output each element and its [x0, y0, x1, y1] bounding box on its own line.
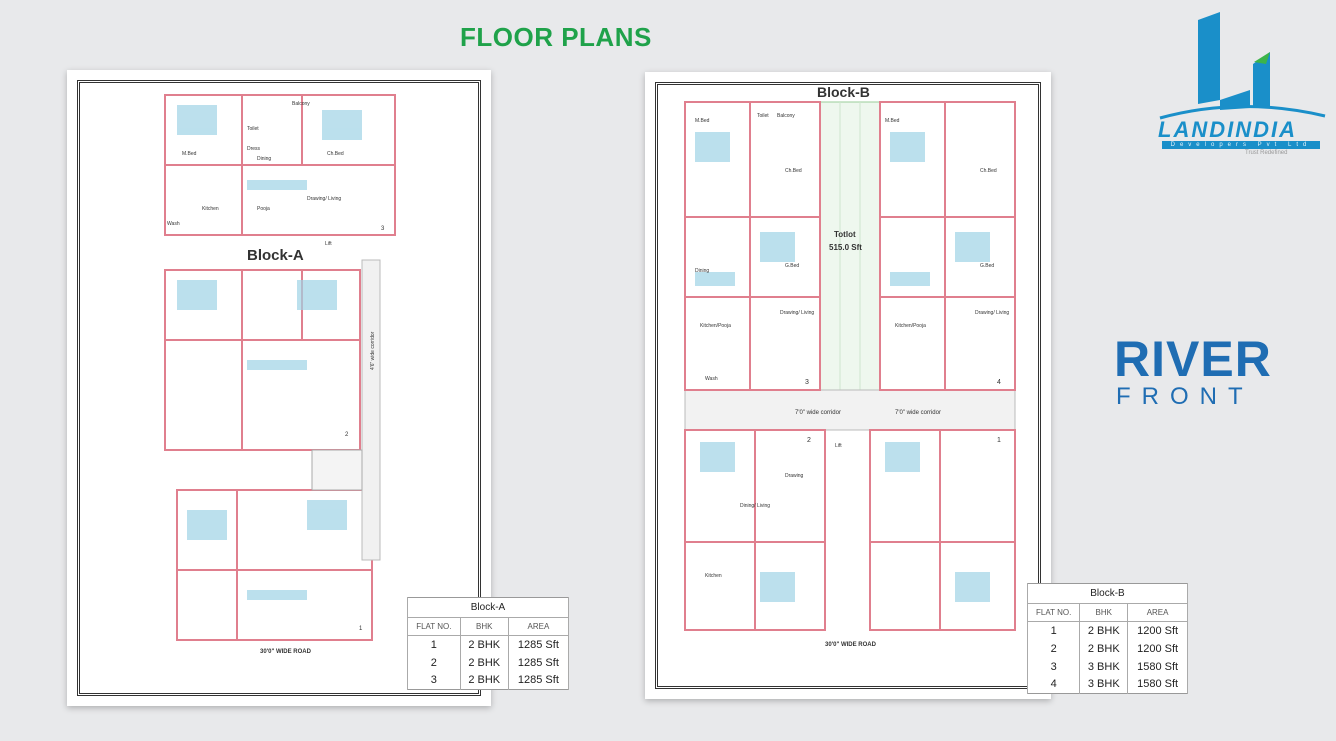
corridor — [684, 389, 1016, 431]
room-label: Lift — [835, 443, 842, 449]
project-name-line2: FRONT — [1116, 383, 1254, 410]
room-label: Kitchen — [202, 206, 219, 212]
room-label: Balcony — [777, 113, 795, 119]
sheet-frame — [77, 80, 481, 696]
room-label: Dining — [695, 268, 709, 274]
flat-number: 3 — [381, 226, 385, 232]
brand-tagline: Trust Redefined — [1245, 150, 1288, 156]
block-a-label: Block-A — [247, 247, 304, 264]
room-label: Ch.Bed — [980, 168, 997, 174]
room-label: Kitchen — [705, 573, 722, 579]
road-label: 30'0" WIDE ROAD — [260, 649, 312, 655]
column-header: FLAT NO. — [407, 617, 461, 636]
column-header: BHK — [1079, 603, 1129, 622]
room-label: M.Bed — [182, 151, 197, 157]
totlot — [819, 101, 881, 393]
flat-number: 1 — [997, 437, 1001, 444]
block-a-plan-drawing: Block-A 30'0" WIDE ROAD 4'6" wide corrid… — [164, 94, 396, 655]
corridor-label: 4'6" wide corridor — [370, 331, 376, 370]
totlot-label: Totlot — [834, 230, 856, 239]
table-caption: Block-B — [1027, 583, 1188, 604]
room-label: Dress — [247, 146, 261, 152]
page-title: FLOOR PLANS — [460, 22, 652, 52]
brand-subtitle: Developers Pvt Ltd — [1162, 141, 1320, 149]
block-a-floor-plan-sheet: Block-A 30'0" WIDE ROAD 4'6" wide corrid… — [67, 70, 491, 706]
corridor-label: 7'0" wide corridor — [795, 410, 841, 416]
room-label: Drawing — [785, 473, 804, 479]
corridor-label: 7'0" wide corridor — [895, 410, 941, 416]
flat-1-outline — [176, 489, 373, 641]
room-label: Balcony — [292, 101, 310, 107]
flat-number: 1 — [359, 626, 363, 632]
room-label: Wash — [167, 221, 180, 227]
flat-number: 4 — [997, 379, 1001, 386]
room-label: Toilet — [757, 113, 769, 119]
block-b-floor-plan-sheet: Block-B Totlot 515.0 Sft 7'0" wide corri… — [645, 72, 1051, 699]
sheet-frame — [655, 82, 1041, 689]
project-name-line1: RIVER — [1114, 331, 1272, 387]
table-caption: Block-A — [407, 597, 569, 618]
totlot-area: 515.0 Sft — [829, 243, 862, 252]
corridor — [361, 259, 381, 561]
room-label: Lift — [325, 241, 332, 247]
brand-name: LANDINDIA — [1158, 117, 1297, 142]
landindia-logo-icon — [1159, 12, 1326, 120]
room-label: G.Bed — [785, 263, 799, 269]
room-label: Pooja — [257, 206, 270, 212]
room-label: Drawing/ Living — [780, 310, 814, 316]
room-label: Drawing/ Living — [975, 310, 1009, 316]
column-header: AREA — [507, 617, 570, 636]
room-label: Kitchen/Pooja — [895, 323, 926, 329]
flat-1-outline — [869, 429, 1016, 631]
flat-3-outline — [684, 101, 821, 391]
block-b-label: Block-B — [817, 84, 870, 100]
block-b-plan-drawing: Block-B Totlot 515.0 Sft 7'0" wide corri… — [684, 84, 1016, 648]
room-label: Dining — [257, 156, 271, 162]
road-label: 30'0" WIDE ROAD — [825, 642, 877, 648]
column-header: AREA — [1127, 603, 1188, 622]
flat-4-outline — [879, 101, 1016, 391]
column-header: FLAT NO. — [1026, 603, 1081, 622]
room-label: Ch.Bed — [785, 168, 802, 174]
flat-number: 2 — [345, 432, 349, 438]
room-label: Ch.Bed — [327, 151, 344, 157]
room-label: G.Bed — [980, 263, 994, 269]
room-label: Wash — [705, 376, 718, 382]
room-label: M.Bed — [885, 118, 900, 124]
room-label: M.Bed — [695, 118, 710, 124]
staircase — [311, 449, 363, 491]
room-label: Kitchen/Pooja — [700, 323, 731, 329]
flat-number: 2 — [807, 437, 811, 444]
room-label: Drawing/ Living — [307, 196, 341, 202]
column-header: BHK — [459, 617, 509, 636]
room-label: Dining/ Living — [740, 503, 770, 509]
room-label: Toilet — [247, 126, 259, 132]
flat-number: 3 — [805, 379, 809, 386]
flat-2-outline — [164, 269, 361, 451]
